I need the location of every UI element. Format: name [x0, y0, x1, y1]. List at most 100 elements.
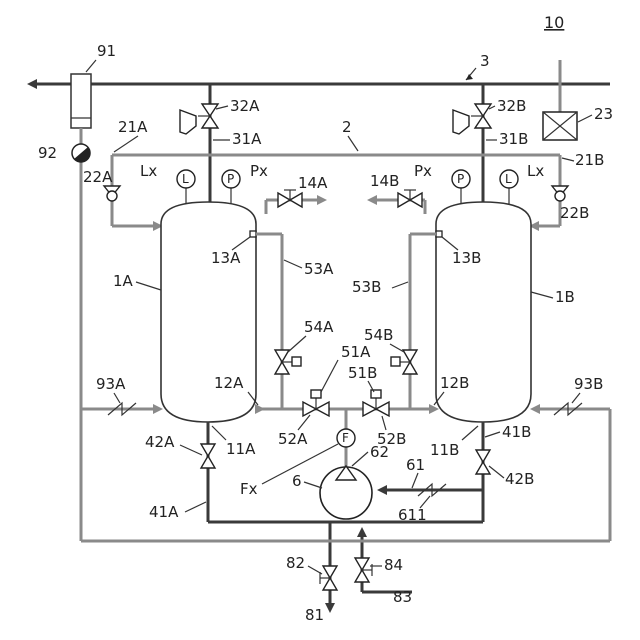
check-valve-92-label: 92: [38, 144, 57, 162]
line-21a-leader: [114, 136, 138, 152]
valve-84: [355, 558, 372, 582]
line-31b-label: 31B: [499, 130, 528, 148]
valve-52a-leader: [298, 415, 310, 430]
valve-42b: [476, 450, 490, 474]
filter-91: [71, 74, 91, 128]
level-lx-a-label: Lx: [140, 162, 157, 180]
check-valve-93b-leader: [572, 393, 580, 403]
valve-42a: [201, 444, 215, 468]
pump-62-label: 62: [370, 443, 389, 461]
valve-52b-leader: [382, 416, 386, 430]
valve-32a-label: 32A: [230, 97, 260, 115]
valve-51b-label: 51B: [348, 364, 377, 382]
pump-62-leader: [352, 452, 368, 466]
tank-1b-leader: [531, 292, 553, 298]
level-indicator-a: L: [177, 170, 195, 204]
port-13a-label: 13A: [211, 249, 241, 267]
valve-32a-leader: [216, 106, 228, 109]
port-12a-label: 12A: [214, 374, 244, 392]
line-53a: [256, 234, 282, 409]
valve-82-label: 82: [286, 554, 305, 572]
level-lx-b-label: Lx: [527, 162, 544, 180]
valve-14a-label: 14A: [298, 174, 328, 192]
check-valve-22a: [104, 186, 120, 201]
line-41b-leader: [485, 432, 500, 437]
valve-54a: [275, 350, 301, 374]
valve-54a-label: 54A: [304, 318, 334, 336]
flow-indicator-letter: F: [342, 431, 349, 445]
tank-1a-label: 1A: [113, 272, 134, 290]
system-3-label: 3: [480, 52, 490, 70]
tank-1a-leader: [136, 282, 161, 290]
box-23-label: 23: [594, 105, 613, 123]
valve-51a-leader: [321, 360, 338, 392]
box-23-leader: [578, 115, 592, 122]
valve-42b-label: 42B: [505, 470, 534, 488]
line-81-label: 81: [305, 606, 324, 624]
valve-51a-label: 51A: [341, 343, 371, 361]
valve-54b: [391, 350, 417, 374]
check-valve-93a-leader: [114, 393, 120, 403]
valve-32b-label: 32B: [497, 97, 526, 115]
pressure-px-a-label: Px: [250, 162, 268, 180]
line-53a-leader: [284, 260, 302, 268]
valve-42a-leader: [180, 445, 202, 455]
line-41a-label: 41A: [149, 503, 179, 521]
valve-82: [320, 566, 337, 590]
line-31a-label: 31A: [232, 130, 262, 148]
valve-14b-label: 14B: [370, 172, 399, 190]
valve-14a: [278, 190, 302, 207]
valve-14b: [398, 190, 422, 207]
line-53b: [410, 234, 436, 409]
valve-32a: [180, 104, 218, 134]
valve-54b-leader: [390, 344, 404, 352]
line-61-leader: [412, 473, 418, 488]
level-indicator-b-letter: L: [505, 172, 512, 186]
valve-84-label: 84: [384, 556, 403, 574]
pressure-indicator-a: P: [222, 170, 240, 204]
valve-54b-label: 54B: [364, 326, 393, 344]
port-11b-label: 11B: [430, 441, 459, 459]
line-53a-label: 53A: [304, 260, 334, 278]
flow-fx-label: Fx: [240, 480, 258, 498]
port-13a: [250, 231, 256, 237]
line-53b-leader: [392, 282, 408, 288]
line-53b-label: 53B: [352, 278, 381, 296]
pump-6-leader: [304, 482, 322, 488]
pressure-indicator-b: P: [452, 170, 470, 204]
port-11a-label: 11A: [226, 440, 256, 458]
filter-91-label: 91: [97, 42, 116, 60]
line-21b-label: 21B: [575, 151, 604, 169]
pump-6-label: 6: [292, 472, 302, 490]
check-valve-93b-label: 93B: [574, 375, 603, 393]
system-3-arrow-icon: [466, 74, 473, 80]
figure-number: 10: [544, 13, 564, 32]
pressure-indicator-b-letter: P: [457, 172, 464, 186]
filter-91-leader: [86, 60, 96, 72]
tank-1b-label: 1B: [555, 288, 575, 306]
check-valve-22a-label: 22A: [83, 168, 113, 186]
valve-52a: [303, 390, 329, 416]
level-indicator-a-letter: L: [182, 172, 189, 186]
line-21b-leader: [562, 158, 574, 161]
line-61-label: 61: [406, 456, 425, 474]
valve-32b: [453, 104, 491, 134]
line-21a-label: 21A: [118, 118, 148, 136]
line-41b-label: 41B: [502, 423, 531, 441]
port-13b-label: 13B: [452, 249, 481, 267]
valve-82-leader: [308, 566, 322, 574]
check-valve-22b: [552, 186, 568, 201]
port-11a-leader: [212, 426, 226, 440]
system-2-label: 2: [342, 118, 352, 136]
valve-42a-label: 42A: [145, 433, 175, 451]
port-12b-label: 12B: [440, 374, 469, 392]
check-valve-22b-label: 22B: [560, 204, 589, 222]
valve-54a-leader: [288, 336, 306, 352]
check-valve-93a-label: 93A: [96, 375, 126, 393]
pressure-px-b-label: Px: [414, 162, 432, 180]
level-indicator-b: L: [500, 170, 518, 204]
line-41a-leader: [185, 502, 206, 512]
line-83-label: 83: [393, 588, 412, 606]
system-2-leader: [348, 136, 358, 151]
